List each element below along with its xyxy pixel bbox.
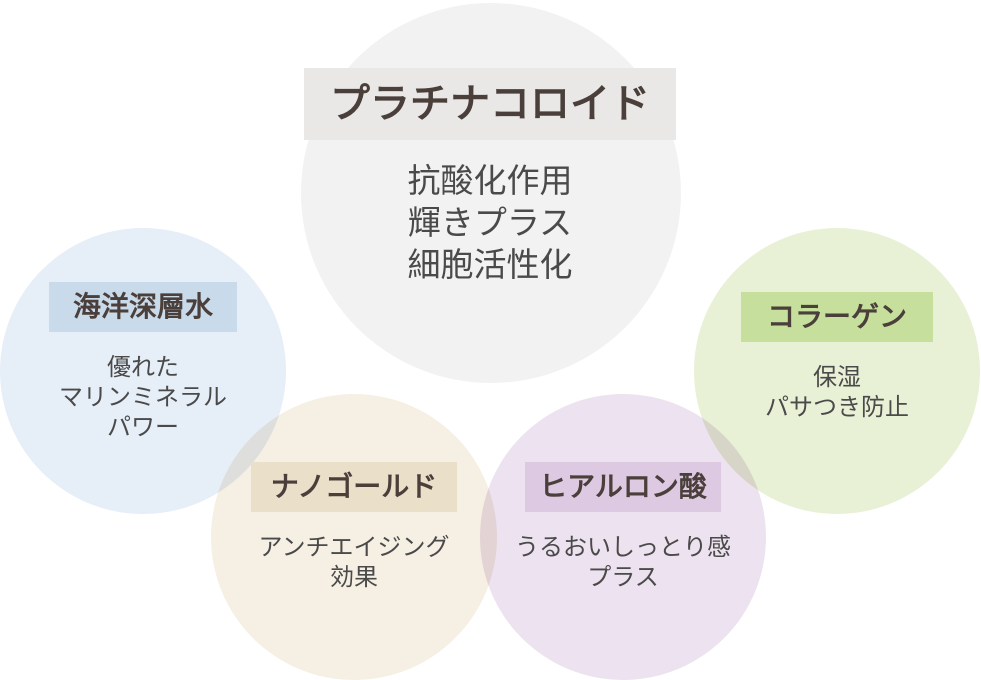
hyaluronic-acid-title: ヒアルロン酸: [525, 462, 721, 512]
deep-sea-water-title: 海洋深層水: [48, 282, 237, 332]
deep-sea-water-description: 優れた マリンミネラル パワー: [0, 352, 286, 442]
platinum-colloid-node: プラチナコロイド 抗酸化作用 輝きプラス 細胞活性化: [290, 68, 690, 286]
description-line: 輝きプラス: [407, 202, 573, 242]
description-line: 保湿: [813, 363, 861, 391]
description-line: マリンミネラル: [59, 383, 227, 411]
description-line: 抗酸化作用: [407, 161, 573, 200]
collagen-node: コラーゲン 保湿 パサつき防止: [694, 292, 980, 422]
platinum-colloid-title: プラチナコロイド: [304, 68, 676, 140]
description-line: うるおいしっとり感: [515, 533, 731, 561]
description-line: プラス: [587, 563, 659, 591]
hyaluronic-acid-node: ヒアルロン酸 うるおいしっとり感 プラス: [480, 462, 766, 592]
description-line: パサつき防止: [765, 393, 909, 421]
nano-gold-node: ナノゴールド アンチエイジング 効果: [211, 462, 497, 592]
hyaluronic-acid-circle: [480, 394, 766, 680]
description-line: 効果: [330, 563, 378, 591]
nano-gold-title: ナノゴールド: [250, 462, 458, 512]
description-line: 優れた: [107, 353, 179, 381]
deep-sea-water-node: 海洋深層水 優れた マリンミネラル パワー: [0, 282, 286, 442]
platinum-colloid-description: 抗酸化作用 輝きプラス 細胞活性化: [290, 160, 690, 286]
platinum-colloid-circle: [301, 3, 681, 383]
hyaluronic-acid-description: うるおいしっとり感 プラス: [480, 532, 766, 592]
description-line: 細胞活性化: [407, 244, 573, 284]
nano-gold-circle: [211, 394, 497, 680]
collagen-title: コラーゲン: [740, 292, 933, 342]
description-line: パワー: [107, 413, 179, 441]
nano-gold-description: アンチエイジング 効果: [211, 532, 497, 592]
description-line: アンチエイジング: [258, 533, 450, 561]
collagen-description: 保湿 パサつき防止: [694, 362, 980, 422]
